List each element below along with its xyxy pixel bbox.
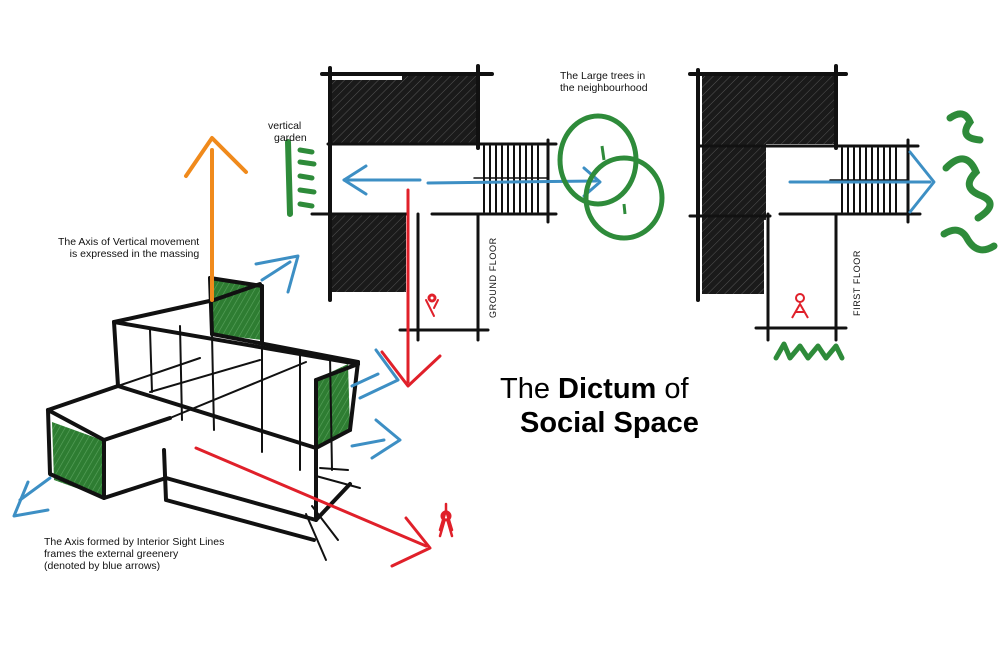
vertical-garden-label: vertical garden bbox=[268, 120, 307, 144]
axis-interior-label-line-3: (denoted by blue arrows) bbox=[44, 560, 161, 572]
ground-floor-red-arrow bbox=[380, 188, 442, 388]
ground-floor-label: GROUND FLOOR bbox=[488, 237, 498, 318]
first-floor-sight-axis bbox=[788, 150, 936, 214]
title-bold-word: Dictum bbox=[558, 373, 657, 405]
massing-wireframe-lines bbox=[117, 325, 361, 561]
ground-floor-solid-block-bottom bbox=[332, 214, 406, 292]
ground-floor-sight-axis bbox=[342, 164, 602, 198]
diagram-title-line-2: Social Space bbox=[520, 407, 699, 439]
first-floor-label: FIRST FLOOR bbox=[852, 250, 862, 316]
first-floor-greenery-icon bbox=[940, 110, 998, 254]
first-floor-plan bbox=[688, 64, 922, 342]
title-suffix: of bbox=[656, 373, 689, 405]
ground-floor-solid-block-top-left bbox=[332, 80, 402, 144]
large-trees-label-line-1: The Large trees in bbox=[560, 70, 646, 82]
large-trees-icon bbox=[557, 113, 665, 241]
interior-sight-red-arrow bbox=[194, 446, 454, 568]
large-trees-label: The Large trees in the neighbourhood bbox=[560, 70, 648, 94]
axonometric-massing bbox=[46, 276, 360, 542]
ground-floor-solid-block-top-right bbox=[402, 76, 480, 144]
axis-interior-label-line-1: The Axis formed by Interior Sight Lines bbox=[44, 536, 225, 548]
ground-floor-stair bbox=[473, 145, 549, 213]
ground-floor-plan bbox=[310, 64, 558, 342]
massing-sight-arrows bbox=[12, 254, 402, 518]
diagram-title-line-1: The Dictum of bbox=[500, 372, 699, 406]
first-floor-stair bbox=[829, 147, 909, 213]
vertical-axis-arrow bbox=[184, 136, 248, 302]
axis-vertical-label-line-1: The Axis of Vertical movement bbox=[58, 236, 200, 248]
diagram-title: The Dictum of Social Space bbox=[500, 372, 699, 440]
vertical-garden bbox=[285, 139, 317, 217]
massing-green-panel-right bbox=[314, 364, 350, 450]
first-floor-solid-block-bottom bbox=[702, 218, 764, 294]
first-floor-solid-block-top bbox=[702, 76, 766, 220]
vertical-garden-label-line-2: garden bbox=[274, 132, 307, 144]
axis-vertical-label: The Axis of Vertical movement is express… bbox=[58, 236, 199, 260]
first-floor-shrub-icon bbox=[773, 341, 845, 361]
large-trees-label-line-2: the neighbourhood bbox=[560, 82, 648, 94]
first-floor-solid-block-top-right bbox=[766, 76, 838, 144]
axis-vertical-label-line-2: is expressed in the massing bbox=[69, 248, 200, 260]
massing-green-panel-core bbox=[210, 278, 262, 340]
first-floor-figure-icon bbox=[791, 293, 809, 319]
axis-interior-label-line-2: frames the external greenery bbox=[44, 548, 179, 560]
axis-interior-label: The Axis formed by Interior Sight Lines … bbox=[44, 536, 224, 572]
title-prefix: The bbox=[500, 373, 559, 405]
vertical-garden-label-line-1: vertical bbox=[268, 120, 302, 132]
